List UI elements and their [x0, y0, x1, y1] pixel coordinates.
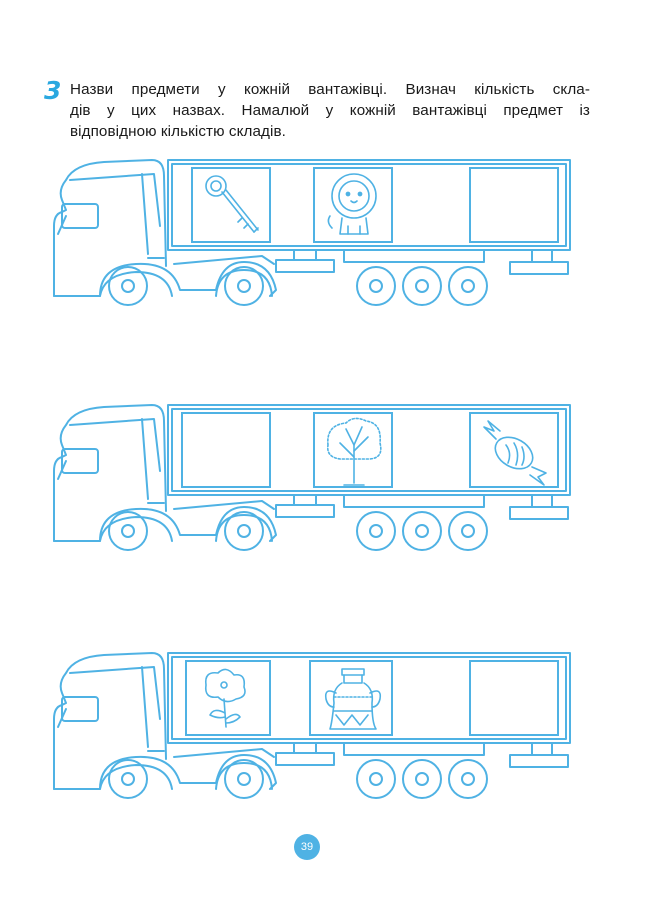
instruction-line-1: Назви предмети у кожній вантажівці. Визн… — [70, 81, 590, 98]
truck-3 — [44, 649, 576, 809]
truck-2-box-3 — [469, 412, 559, 488]
task-number: 3 — [44, 76, 62, 105]
truck-2-drawing — [53, 404, 571, 551]
instruction-line-3: відповідною кількістю складів. — [70, 123, 286, 140]
truck-1-box-3-empty[interactable] — [469, 167, 559, 243]
key-picture — [205, 175, 259, 233]
candy-picture — [483, 420, 547, 486]
instruction-line-2: дів у цих назвах. Намалюй у кожній ванта… — [70, 102, 590, 119]
truck-2-box-1-empty[interactable] — [181, 412, 271, 488]
truck-1-drawing — [53, 159, 571, 306]
flower-picture — [204, 668, 246, 728]
vase-picture — [324, 668, 382, 730]
truck-2 — [44, 401, 576, 561]
truck-3-drawing — [53, 652, 571, 799]
truck-1-box-1 — [191, 167, 271, 243]
tree-picture — [326, 417, 382, 486]
page-number-badge: 39 — [294, 834, 320, 860]
truck-2-box-2 — [313, 412, 393, 488]
truck-3-box-2 — [309, 660, 393, 736]
truck-3-box-3-empty[interactable] — [469, 660, 559, 736]
truck-3-box-1 — [185, 660, 271, 736]
lion-picture — [327, 173, 377, 235]
task-instructions: Назви предмети у кожній вантажівці. Визн… — [70, 79, 590, 142]
truck-1-box-2 — [313, 167, 393, 243]
truck-1 — [44, 156, 576, 316]
